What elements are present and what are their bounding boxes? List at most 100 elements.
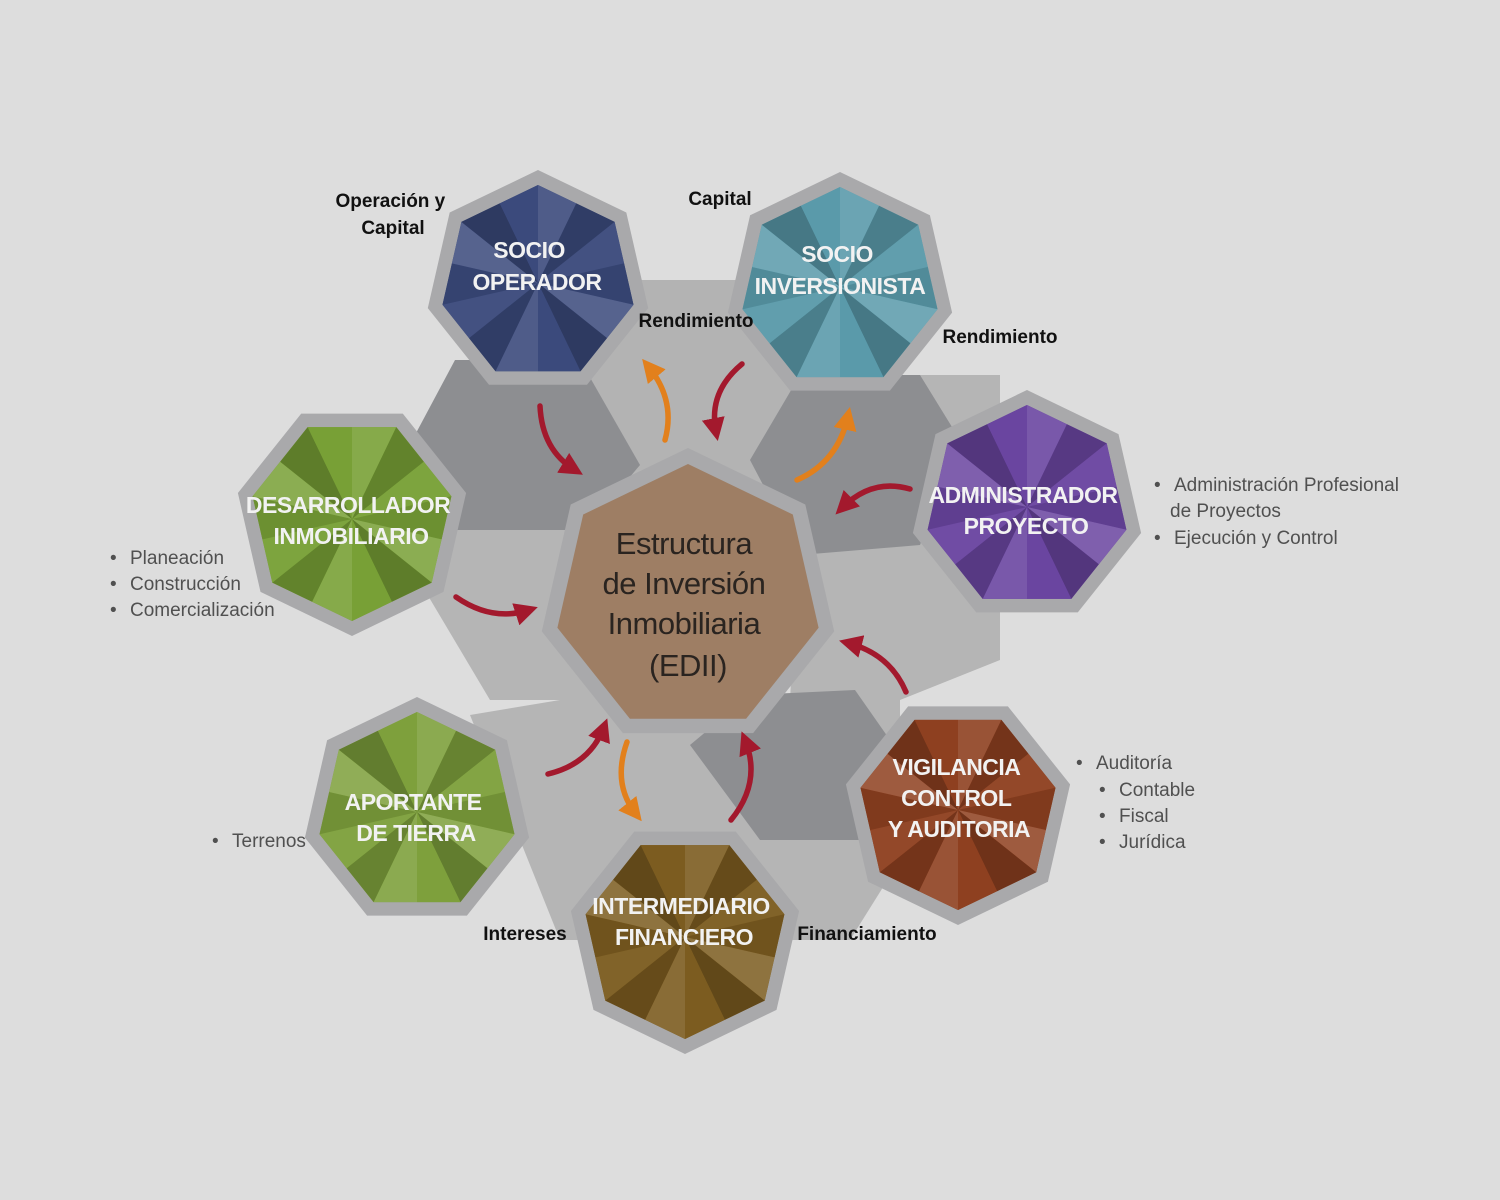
- node-facet: [442, 283, 538, 339]
- node-label-line: Y AUDITORIA: [888, 816, 1030, 842]
- bullet-item: Contable: [1119, 780, 1195, 801]
- honeycomb-dark-upper-left: [415, 360, 640, 530]
- node-label-desarrollador-inmobiliario: DESARROLLADOR INMOBILIARIO: [246, 492, 456, 549]
- bullet-item-continuation: de Proyectos: [1170, 501, 1281, 522]
- node-facet: [469, 283, 538, 372]
- node-label-aportante-tierra: APORTANTE DE TIERRA: [345, 789, 488, 846]
- node-facet: [538, 283, 634, 339]
- center-title-line: (EDII): [649, 648, 727, 683]
- arrow-center-to-intermediario: [618, 739, 642, 822]
- node-facet: [860, 787, 958, 830]
- node-facet: [887, 719, 958, 810]
- node-label-line: INTERMEDIARIO: [592, 893, 770, 919]
- node-facet: [742, 267, 840, 310]
- node-facet: [840, 267, 938, 310]
- flow-label-line: Capital: [361, 218, 424, 239]
- arrow-desarrollador-to-center: [453, 594, 538, 626]
- node-facet: [840, 224, 928, 287]
- node-facet: [958, 810, 998, 910]
- node-facet: [262, 519, 352, 583]
- bullet-item: Jurídica: [1119, 832, 1186, 853]
- bullet-marker: •: [110, 600, 117, 621]
- bullet-marker: •: [110, 574, 117, 595]
- flow-label-rendimiento-operador: Rendimiento: [638, 311, 753, 332]
- node-facet: [417, 730, 496, 812]
- flow-label-operacion-capital: Operación y Capital: [335, 191, 450, 239]
- node-facet: [958, 810, 1046, 873]
- node-facet: [927, 507, 1027, 565]
- node-facet: [461, 203, 538, 283]
- node-aportante-tierra: APORTANTE DE TIERRA: [304, 697, 530, 916]
- node-label-socio-operador: SOCIO OPERADOR: [473, 237, 603, 295]
- arrow-vigilancia-to-center: [839, 635, 909, 695]
- node-desarrollador-inmobiliario: DESARROLLADOR INMOBILIARIO: [237, 413, 467, 636]
- center-title: Estructura de Inversión Inmobiliaria (ED…: [602, 526, 773, 683]
- node-facet: [352, 519, 432, 602]
- node-label-line: VIGILANCIA: [893, 754, 1021, 780]
- node-facet: [1027, 443, 1117, 507]
- node-facet: [352, 519, 392, 621]
- node-label-socio-inversionista: SOCIO INVERSIONISTA: [755, 241, 926, 299]
- node-facet: [352, 519, 442, 583]
- node-label-line: CONTROL: [901, 785, 1012, 811]
- node-facet: [538, 221, 625, 283]
- node-facet: [605, 937, 685, 1020]
- bullets-administrador: • Administración Profesional de Proyecto…: [1154, 475, 1399, 549]
- bullet-marker: •: [1154, 528, 1161, 549]
- node-label-line: DESARROLLADOR: [246, 492, 451, 518]
- node-label-line: OPERADOR: [473, 269, 603, 295]
- node-label-administrador-proyecto: ADMINISTRADOR PROYECTO: [929, 482, 1124, 539]
- node-facet: [352, 496, 452, 540]
- node-facet: [800, 187, 840, 287]
- node-facet: [307, 427, 352, 519]
- node-facet: [538, 185, 577, 283]
- node-label-line: SOCIO: [493, 237, 565, 263]
- center-node: Estructura de Inversión Inmobiliaria (ED…: [541, 448, 835, 734]
- flow-labels: Operación y Capital Capital Rendimiento …: [335, 189, 1057, 945]
- node-facet: [585, 879, 685, 937]
- center-title-line: Inmobiliaria: [608, 606, 762, 641]
- node-facet: [352, 427, 397, 519]
- node-facet: [947, 424, 1027, 507]
- node-facet: [252, 496, 352, 540]
- node-facet: [685, 937, 765, 1020]
- flow-label-rendimiento-inversionista: Rendimiento: [942, 327, 1057, 348]
- node-facet: [319, 792, 417, 835]
- node-facet: [352, 427, 424, 519]
- node-facet: [918, 810, 958, 910]
- bullet-item: Terrenos: [232, 831, 306, 852]
- arrow-center-to-inversionista: [794, 406, 857, 483]
- node-label-line: SOCIO: [801, 241, 873, 267]
- node-label-line: FINANCIERO: [615, 924, 753, 950]
- node-facet: [417, 812, 461, 903]
- bullet-marker: •: [1099, 832, 1106, 853]
- node-facet: [987, 405, 1027, 507]
- node-label-line: INMOBILIARIO: [274, 523, 429, 549]
- node-facet: [840, 287, 911, 378]
- node-facet: [752, 224, 840, 287]
- bullet-marker: •: [1099, 806, 1106, 827]
- node-facet: [338, 730, 417, 812]
- arrow-operador-to-center: [537, 403, 583, 475]
- node-facet: [417, 749, 505, 812]
- node-facet: [927, 486, 1027, 530]
- node-facet: [377, 712, 417, 812]
- arrow-aportante-to-center: [545, 718, 610, 777]
- bullet-item: Planeación: [130, 548, 224, 569]
- node-facet: [1027, 486, 1127, 530]
- node-facet: [796, 287, 840, 378]
- bullets-vigilancia: • Auditoría • Contable • Fiscal • Jurídi…: [1076, 753, 1195, 853]
- node-facet: [958, 810, 1037, 892]
- node-label-line: DE TIERRA: [356, 820, 475, 846]
- bullet-marker: •: [110, 548, 117, 569]
- flow-label-capital: Capital: [688, 189, 751, 210]
- bullet-item: Construcción: [130, 574, 241, 595]
- bullet-marker: •: [1076, 753, 1083, 774]
- node-facet: [417, 812, 515, 869]
- node-facet: [329, 749, 417, 812]
- node-facet: [417, 812, 488, 903]
- node-facet: [417, 792, 515, 835]
- node-facet: [761, 205, 840, 287]
- bullet-marker: •: [1154, 475, 1161, 496]
- node-facet: [958, 787, 1056, 830]
